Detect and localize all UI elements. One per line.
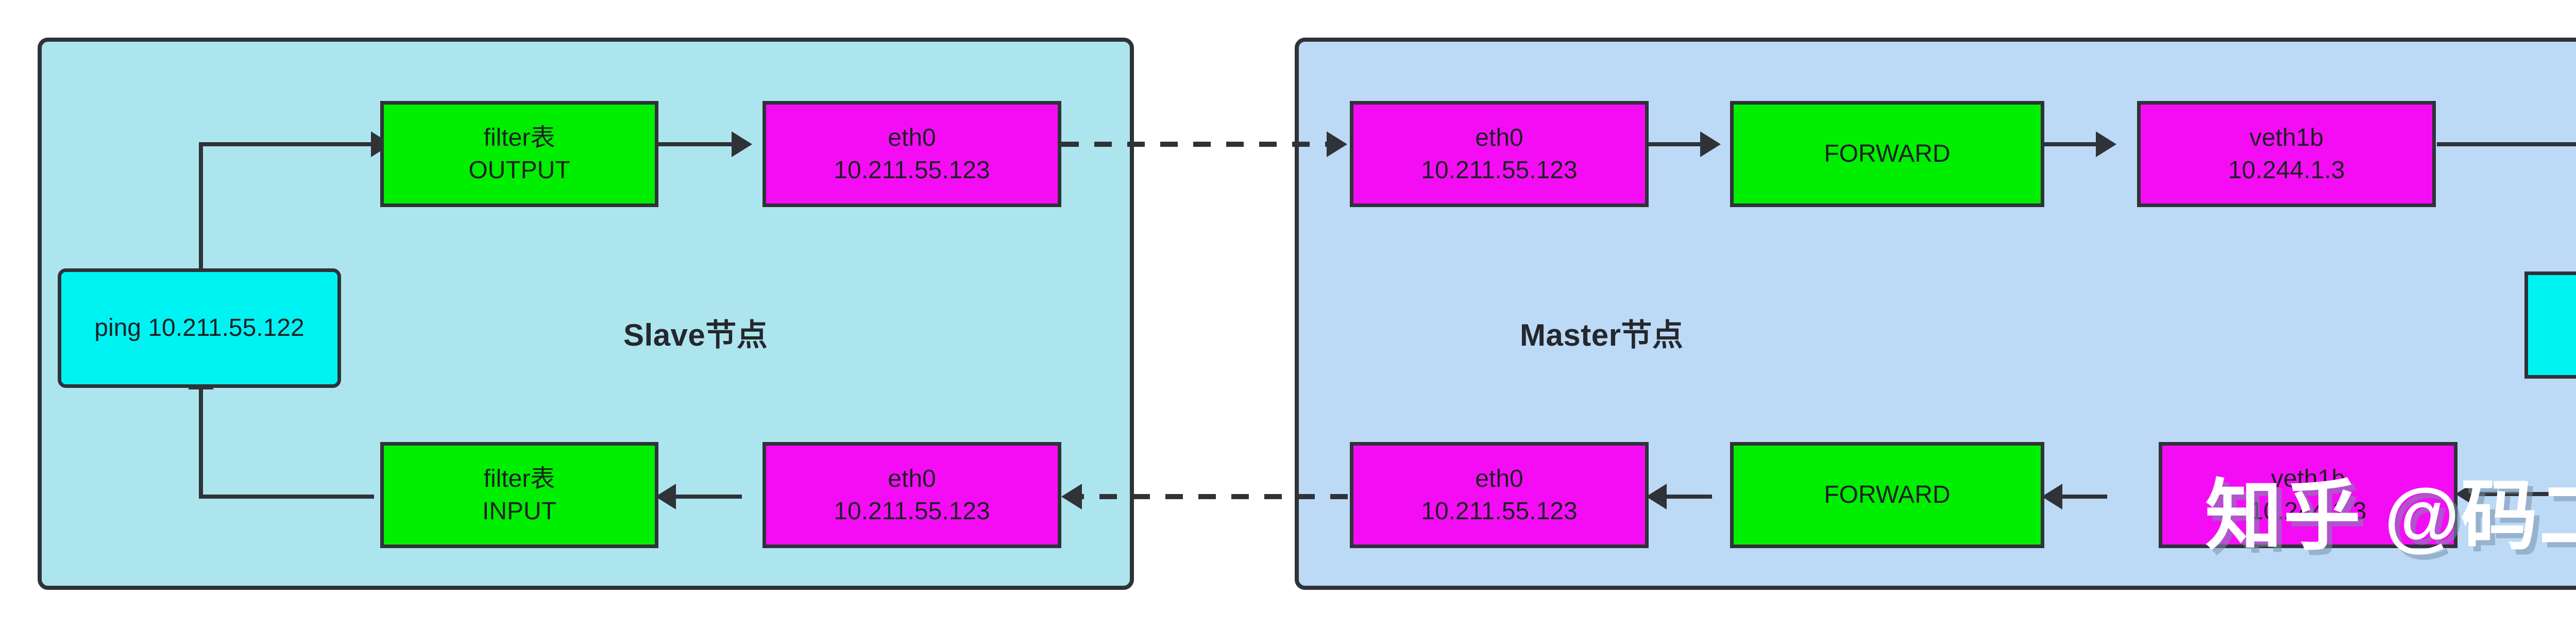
arrowhead-into-slave-eth0-rx (1061, 484, 1082, 509)
node-master-eth0-tx-line1: eth0 (1475, 465, 1523, 492)
node-ping[interactable]: ping 10.211.55.122 (58, 268, 341, 388)
node-veth1b-in[interactable]: veth1b 10.244.1.3 (2137, 101, 2436, 207)
node-slave-eth0-tx[interactable]: eth0 10.211.55.123 (762, 101, 1061, 207)
link-master-eth0-to-forward (1646, 142, 1708, 146)
arrowhead-into-master-eth0-tx (1646, 484, 1667, 509)
node-filter-input-line1: filter表 (483, 465, 555, 492)
link-ping-to-output-horizontal (199, 142, 374, 146)
link-slave-to-master-dashed (1061, 142, 1350, 147)
node-veth1a[interactable]: veth1a 10.244.1.2 (2524, 271, 2576, 379)
arrowhead-into-filter-input (655, 484, 676, 509)
link-veth1a-to-veth1bout-horizontal (2460, 492, 2576, 496)
node-slave-eth0-tx-line2: 10.211.55.123 (834, 157, 990, 184)
node-filter-input-line2: INPUT (482, 498, 556, 525)
node-veth1b-out[interactable]: veth1b 10.244.1.3 (2159, 442, 2458, 548)
node-filter-input[interactable]: filter表 INPUT (380, 442, 658, 548)
node-filter-output-line2: OUTPUT (468, 157, 570, 184)
link-veth1b-to-veth1a-horizontal (2437, 142, 2576, 146)
node-filter-output[interactable]: filter表 OUTPUT (380, 101, 658, 207)
arrowhead-into-slave-eth0-tx (732, 131, 752, 157)
node-forward-out-line1: FORWARD (1824, 481, 1951, 509)
link-master-to-slave-dashed (1066, 494, 1355, 499)
panel-slave-label: Slave节点 (623, 318, 768, 352)
link-input-to-ping-horizontal (199, 495, 374, 499)
node-forward-in-line1: FORWARD (1824, 140, 1951, 168)
link-input-to-ping-vertical (199, 387, 203, 496)
node-slave-eth0-rx-line2: 10.211.55.123 (834, 498, 990, 525)
node-veth1b-out-line2: 10.244.1.3 (2249, 498, 2367, 525)
node-veth1b-in-line1: veth1b (2249, 124, 2324, 151)
arrowhead-into-veth1b-in (2096, 131, 2116, 157)
panel-master-label: Master节点 (1520, 318, 1684, 352)
node-master-eth0-rx[interactable]: eth0 10.211.55.123 (1350, 101, 1649, 207)
link-output-to-eth0 (655, 142, 738, 146)
node-slave-eth0-rx-line1: eth0 (888, 465, 936, 492)
arrowhead-into-master-eth0-rx (1327, 131, 1347, 157)
node-veth1b-in-line2: 10.244.1.3 (2228, 157, 2345, 184)
link-slave-eth0rx-to-input (659, 495, 742, 499)
arrowhead-into-veth1b-out (2455, 481, 2476, 507)
link-forward-to-veth1b-in (2042, 142, 2104, 146)
link-veth1bout-to-forwardout (2045, 495, 2107, 499)
link-forwardout-to-master-eth0tx (1650, 495, 1712, 499)
arrowhead-into-forward-in (1700, 131, 1721, 157)
node-ping-line1: ping 10.211.55.122 (94, 314, 304, 342)
node-slave-eth0-tx-line1: eth0 (888, 124, 936, 151)
node-master-eth0-tx[interactable]: eth0 10.211.55.123 (1350, 442, 1649, 548)
node-forward-in[interactable]: FORWARD (1730, 101, 2044, 207)
node-master-eth0-rx-line2: 10.211.55.123 (1421, 157, 1578, 184)
node-master-eth0-rx-line1: eth0 (1475, 124, 1523, 151)
node-filter-output-line1: filter表 (483, 124, 555, 151)
node-master-eth0-tx-line2: 10.211.55.123 (1421, 498, 1578, 525)
node-forward-out[interactable]: FORWARD (1730, 442, 2044, 548)
link-ping-to-output-vertical (199, 142, 203, 268)
node-slave-eth0-rx[interactable]: eth0 10.211.55.123 (762, 442, 1061, 548)
node-veth1b-out-line1: veth1b (2270, 465, 2346, 492)
arrowhead-into-forward-out (2042, 484, 2062, 509)
